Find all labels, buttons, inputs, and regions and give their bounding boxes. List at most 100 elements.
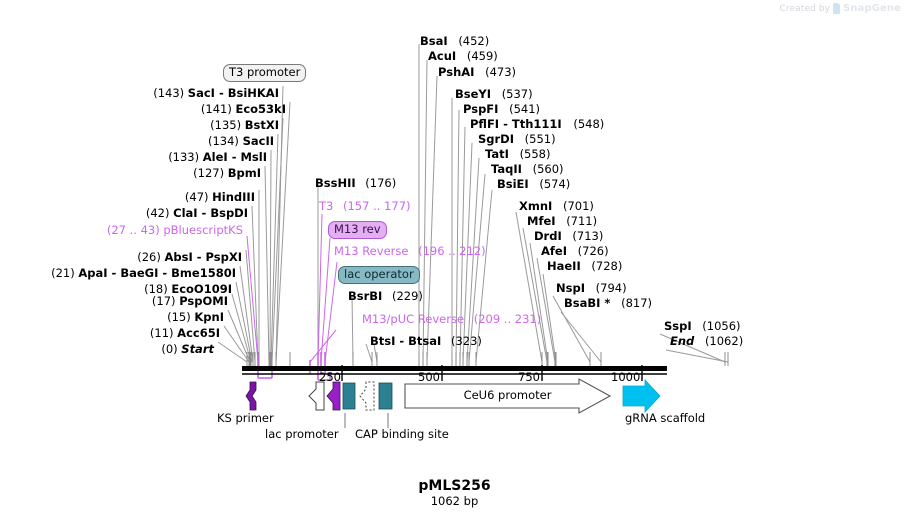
primer-range: (27 .. 43) bbox=[106, 223, 160, 237]
enzyme-name: EcoO109I bbox=[171, 282, 232, 296]
feature-box-label: T3 promoter bbox=[229, 65, 301, 79]
feature-box-t3-promoter[interactable]: T3 promoter bbox=[223, 64, 307, 82]
enzyme-name: BsaBI * bbox=[564, 296, 611, 310]
snapgene-logo-icon bbox=[833, 3, 841, 14]
enzyme-name: AcuI bbox=[428, 49, 457, 63]
enzyme-label-kpni: (15) KpnI bbox=[167, 311, 224, 324]
enzyme-label-bsabi: BsaBI * (817) bbox=[564, 297, 652, 310]
enzyme-pos: (47) bbox=[184, 190, 209, 204]
enzyme-label-alei: (133) AleI - MslI bbox=[168, 150, 267, 164]
feature-box-lac-operator[interactable]: lac operator bbox=[338, 266, 420, 284]
enzyme-name: BpmI bbox=[227, 166, 261, 180]
primer-label-pbluescriptks: (27 .. 43) pBluescriptKS bbox=[107, 224, 243, 237]
enzyme-label-afei: AfeI (726) bbox=[541, 245, 609, 258]
enzyme-label-hindiii: (47) HindIII bbox=[185, 191, 255, 204]
feature-m13-rev-arrow[interactable] bbox=[326, 381, 341, 411]
enzyme-name: AfeI bbox=[541, 244, 567, 258]
enzyme-name-2: BtsaI bbox=[408, 334, 442, 348]
feature-lac-operator-box[interactable] bbox=[342, 382, 356, 410]
right-leader-lines bbox=[418, 44, 729, 363]
enzyme-label-sspi: SspI (1056) bbox=[664, 320, 741, 333]
enzyme-name: ClaI bbox=[173, 206, 198, 220]
enzyme-label-pspfi: PspFI (541) bbox=[463, 103, 540, 116]
enzyme-name: SacI bbox=[187, 86, 215, 100]
feature-cap-dotted-arrow[interactable] bbox=[359, 381, 375, 411]
enzyme-pos: (548) bbox=[573, 117, 605, 131]
enzyme-label-acc65i: (11) Acc65I bbox=[150, 327, 220, 340]
enzyme-name: SgrDI bbox=[478, 132, 515, 146]
enzyme-name-2: BspDI bbox=[210, 206, 248, 220]
enzyme-name: HindIII bbox=[212, 190, 255, 204]
primer-label-m13-puc-reverse: M13/pUC Reverse (209 .. 231) bbox=[362, 313, 541, 326]
enzyme-label-end: End (1062) bbox=[670, 335, 743, 348]
enzyme-pos: (18) bbox=[144, 282, 168, 296]
enzyme-name: PspOMI bbox=[179, 294, 228, 308]
enzyme-pos: (15) bbox=[167, 310, 191, 324]
enzyme-label-taqii: TaqII (560) bbox=[491, 163, 564, 176]
enzyme-name: AbsI bbox=[164, 250, 193, 264]
enzyme-label-eco53ki: (141) Eco53kI bbox=[201, 103, 286, 116]
enzyme-name: BseYI bbox=[455, 87, 492, 101]
enzyme-pos: (713) bbox=[572, 229, 604, 243]
enzyme-pos: (1062) bbox=[704, 334, 744, 348]
feature-ceu6-promoter-arrow[interactable] bbox=[404, 378, 612, 414]
enzyme-pos: (541) bbox=[509, 102, 541, 116]
enzyme-pos: (794) bbox=[595, 281, 627, 295]
enzyme-label-pshai: PshAI (473) bbox=[438, 66, 516, 79]
feature-cap-binding-box[interactable] bbox=[378, 382, 393, 410]
enzyme-pos: (728) bbox=[591, 259, 623, 273]
enzyme-label-bseyi: BseYI (537) bbox=[455, 88, 533, 101]
enzyme-pos: (701) bbox=[562, 199, 594, 213]
enzyme-name: ApaI bbox=[78, 266, 108, 280]
enzyme-pos: (133) bbox=[168, 150, 200, 164]
enzyme-label-ecoo109i: (18) EcoO109I bbox=[144, 283, 232, 296]
enzyme-label-bsrbi: BsrBI (229) bbox=[348, 290, 423, 303]
enzyme-pos: (26) bbox=[137, 250, 161, 264]
left-leader-lines bbox=[217, 85, 291, 363]
enzyme-name: SspI bbox=[664, 319, 692, 333]
feature-lac-promoter-arrow[interactable] bbox=[308, 381, 325, 411]
enzyme-name: TaqII bbox=[491, 162, 522, 176]
enzyme-pos: (21) bbox=[51, 266, 75, 280]
sequence-backbone bbox=[242, 366, 667, 371]
enzyme-name: AleI bbox=[202, 150, 228, 164]
primer-name: M13/pUC Reverse bbox=[362, 312, 465, 326]
enzyme-pos: (17) bbox=[151, 294, 176, 308]
enzyme-pos: (726) bbox=[577, 244, 609, 258]
enzyme-pos: (459) bbox=[466, 49, 498, 63]
feature-ks-primer-arrow[interactable] bbox=[245, 381, 257, 411]
enzyme-label-btsi: BtsI - BtsaI (323) bbox=[370, 334, 482, 348]
enzyme-pos: (141) bbox=[200, 102, 232, 116]
enzyme-label-saci: (143) SacI - BsiHKAI bbox=[153, 86, 279, 100]
enzyme-name: MfeI bbox=[527, 214, 556, 228]
enzyme-name: BstXI bbox=[244, 118, 279, 132]
feature-grna-scaffold-arrow[interactable] bbox=[622, 378, 661, 414]
enzyme-name: KpnI bbox=[194, 310, 224, 324]
primer-label-m13-reverse: M13 Reverse (196 .. 212) bbox=[334, 245, 486, 258]
enzyme-pos: (135) bbox=[210, 118, 242, 132]
enzyme-label-pspomi: (17) PspOMI bbox=[152, 295, 228, 308]
enzyme-name-3: Bme1580I bbox=[171, 266, 236, 280]
enzyme-label-pflfi: PflFI - Tth111I (548) bbox=[470, 117, 605, 131]
enzyme-pos: (176) bbox=[365, 176, 397, 190]
cut-site-ticks bbox=[246, 352, 729, 366]
enzyme-label-clai: (42) ClaI - BspDI bbox=[145, 206, 248, 220]
enzyme-name: SacII bbox=[242, 134, 274, 148]
enzyme-name: PspFI bbox=[463, 102, 499, 116]
enzyme-name: NspI bbox=[556, 281, 585, 295]
enzyme-pos: (452) bbox=[458, 34, 490, 48]
enzyme-name: BtsI bbox=[370, 334, 396, 348]
enzyme-pos: (0) bbox=[161, 342, 178, 356]
enzyme-name: BsrBI bbox=[348, 289, 383, 303]
enzyme-name: PshAI bbox=[438, 65, 475, 79]
enzyme-name-2: MslI bbox=[240, 150, 267, 164]
primer-name: M13 Reverse bbox=[334, 244, 409, 258]
feature-box-m13-rev[interactable]: M13 rev bbox=[328, 221, 387, 239]
enzyme-label-mfei: MfeI (711) bbox=[527, 215, 597, 228]
ruler-tick-1000: 1000 bbox=[611, 370, 641, 384]
enzyme-name: DrdI bbox=[534, 229, 562, 243]
enzyme-name: PflFI bbox=[470, 117, 500, 131]
primer-label-t3: T3 (157 .. 177) bbox=[319, 200, 411, 213]
